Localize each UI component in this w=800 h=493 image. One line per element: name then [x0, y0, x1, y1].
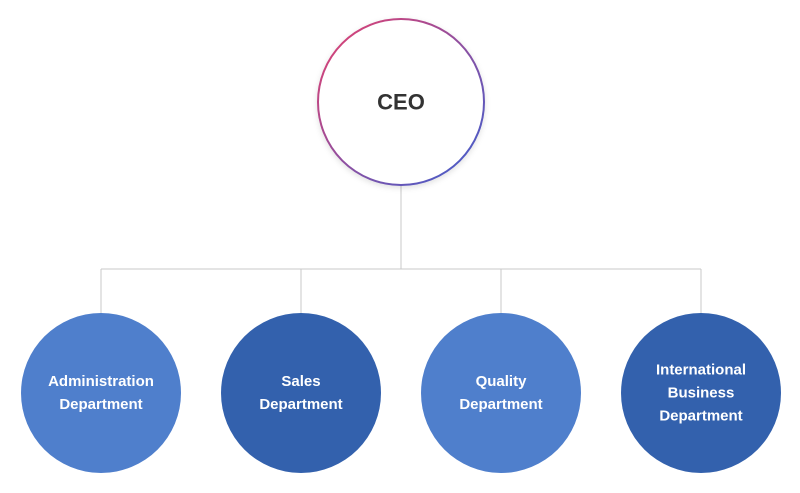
department-node-label: Administration [48, 373, 154, 390]
department-node-circle [621, 313, 781, 473]
department-node-label: Department [59, 396, 142, 413]
connector-lines [100, 185, 702, 313]
root-node: CEO [317, 18, 485, 186]
department-node-circle [421, 313, 581, 473]
department-nodes: AdministrationDepartmentSalesDepartmentQ… [21, 313, 781, 473]
department-node-circle [221, 313, 381, 473]
root-node-label: CEO [377, 90, 425, 115]
department-node-label: Department [259, 396, 342, 413]
department-node-label: Business [668, 385, 735, 402]
department-node-circle [21, 313, 181, 473]
department-node-label: Department [459, 396, 542, 413]
department-node-label: Quality [476, 373, 528, 390]
root-node-circle [317, 18, 485, 186]
department-node-label: Department [659, 408, 742, 425]
department-node-label: Sales [281, 373, 320, 390]
department-node-label: International [656, 362, 746, 379]
